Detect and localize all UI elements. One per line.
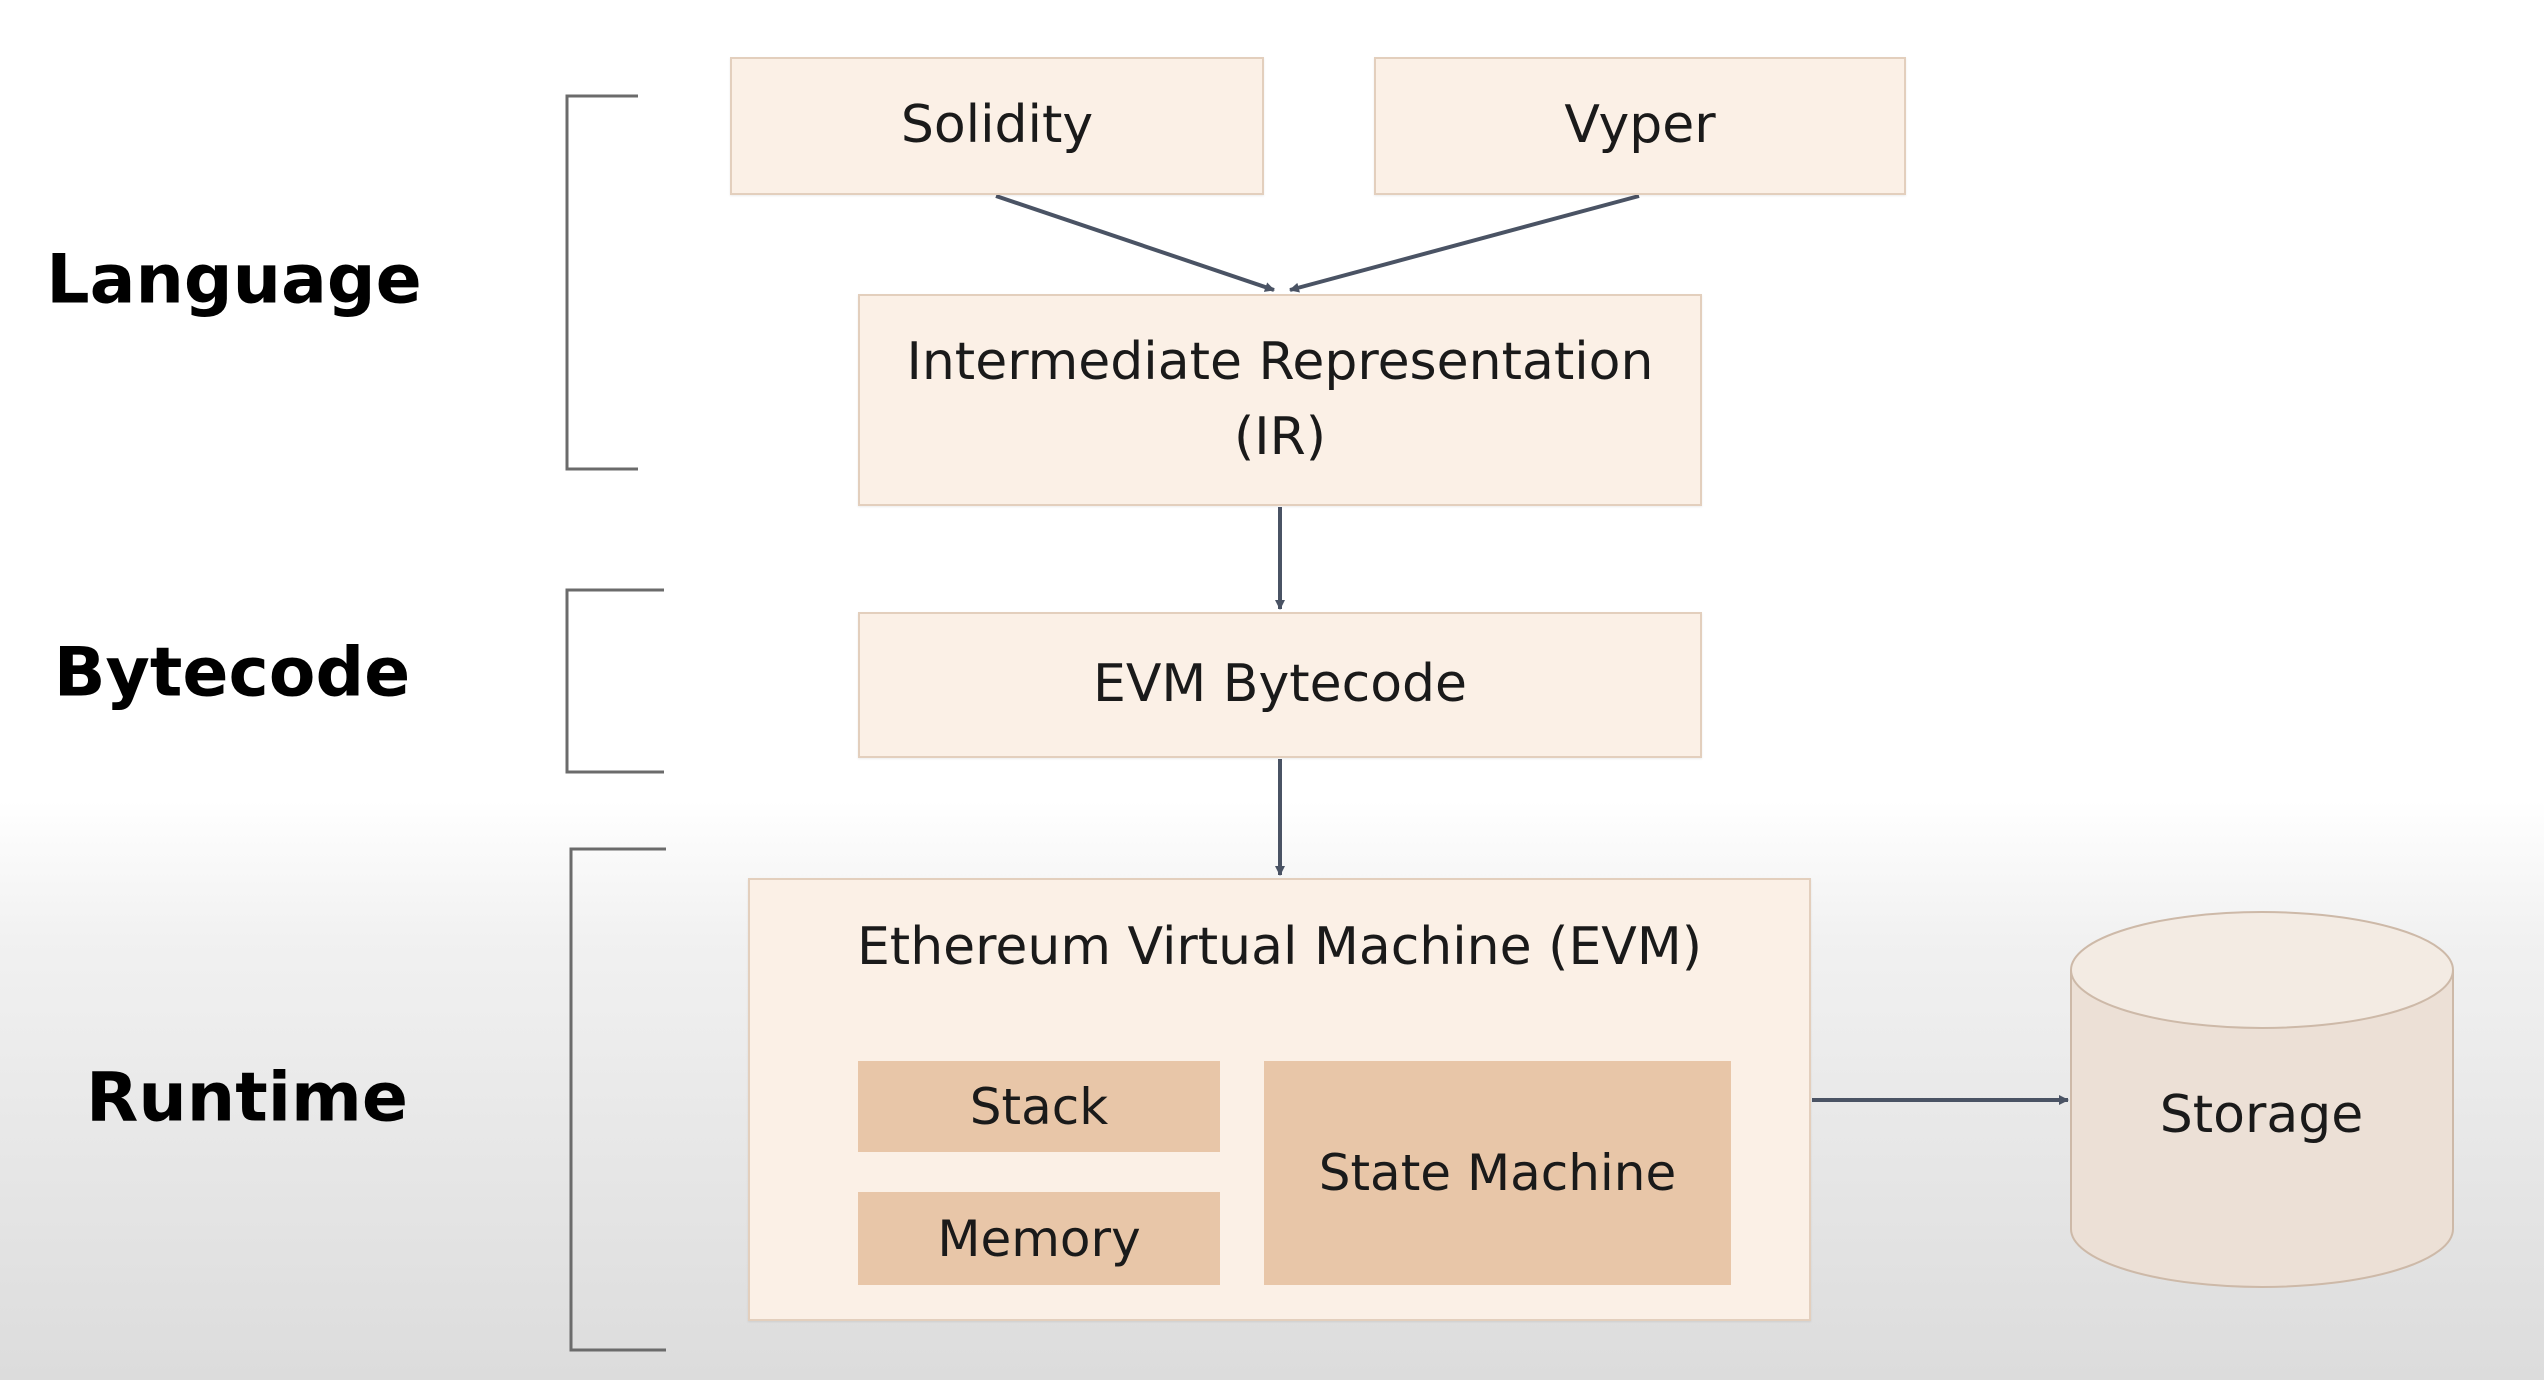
node-memory[interactable]: Memory xyxy=(858,1192,1220,1285)
bracket-bytecode xyxy=(565,588,664,774)
arrow-vyper-to-ir xyxy=(1289,194,1640,293)
node-solidity-label: Solidity xyxy=(900,95,1094,156)
node-evm-bytecode-label: EVM Bytecode xyxy=(1092,654,1468,715)
node-state-machine-label: State Machine xyxy=(1318,1144,1677,1202)
node-evm-bytecode[interactable]: EVM Bytecode xyxy=(858,612,1702,758)
node-ir-label-line2: (IR) xyxy=(1233,407,1327,467)
bracket-runtime xyxy=(569,847,666,1352)
layer-label-runtime: Runtime xyxy=(86,1058,408,1138)
node-evm-title: Ethereum Virtual Machine (EVM) xyxy=(856,917,1703,977)
layer-label-language: Language xyxy=(46,240,422,320)
node-memory-label: Memory xyxy=(937,1209,1141,1268)
bracket-language xyxy=(565,94,638,471)
node-storage-label: Storage xyxy=(2159,1085,2364,1145)
node-state-machine[interactable]: State Machine xyxy=(1264,1061,1731,1285)
layer-label-bytecode: Bytecode xyxy=(53,633,411,713)
node-solidity[interactable]: Solidity xyxy=(730,57,1264,195)
node-ir-label-line1: Intermediate Representation xyxy=(906,331,1654,392)
node-stack-label: Stack xyxy=(969,1077,1109,1136)
storage-cylinder-icon xyxy=(2070,911,2454,1288)
node-stack[interactable]: Stack xyxy=(858,1061,1220,1152)
node-intermediate-representation[interactable]: Intermediate Representation (IR) xyxy=(858,294,1702,506)
arrow-solidity-to-ir xyxy=(995,194,1275,292)
node-vyper-label: Vyper xyxy=(1564,95,1716,156)
node-vyper[interactable]: Vyper xyxy=(1374,57,1906,195)
